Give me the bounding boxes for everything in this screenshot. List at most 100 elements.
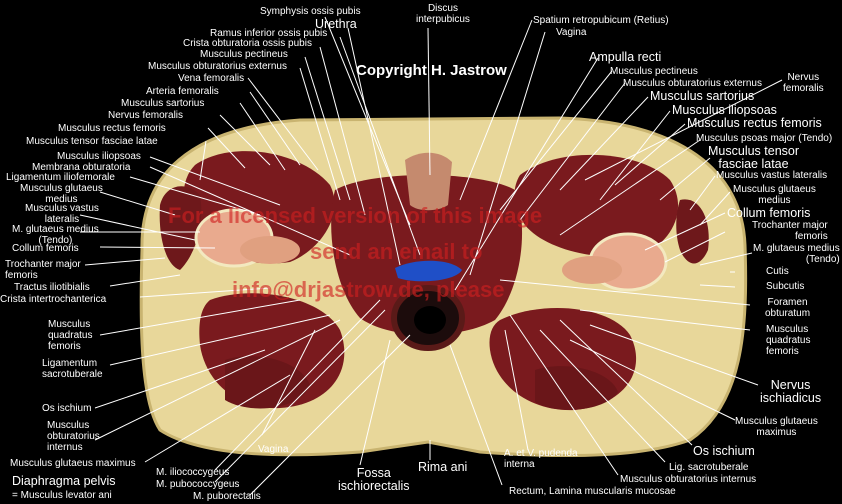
rectum-inner [414,306,446,334]
left-collum-femoris [240,236,300,264]
label-ischiadicus-l1: Nervus [770,378,811,392]
left-gluteus-medius [159,186,202,270]
label-obturatorius-externus-left: Musculus obturatorius externus [148,61,287,72]
label-discus: Discus interpubicus [416,3,470,25]
label-pudenda-l1: A. et V. pudenda [504,448,578,459]
watermark-line-2: send an email to [310,239,483,264]
label-glut-med-right-l1: Musculus glutaeus [733,184,816,195]
label-lig-sacrotuberale-left-l2: sacrotuberale [42,369,103,380]
label-obt-int-left-l2: obturatorius [47,431,100,442]
label-glut-med-tendo-right: M. glutaeus medius (Tendo) [753,243,840,265]
label-rima-ani: Rima ani [418,460,468,474]
label-os-ischium-right: Os ischium [693,444,755,458]
label-diaphragma: Diaphragma pelvis [12,474,116,488]
label-ampulla-recti: Ampulla recti [589,50,662,64]
right-gluteus-medius [676,199,709,264]
vagina-blue [395,260,462,282]
label-puborectalis: M. puborectalis [193,491,261,502]
label-glut-max-right-l2: maximus [756,427,797,438]
watermark-line-3: info@drjastrow.de, please [232,277,505,302]
label-glut-med-right-l2: medius [758,195,791,206]
label-lig-sacrotuberale-left-l1: Ligamentum [42,358,98,369]
label-membrana-obturatoria: Membrana obturatoria [32,162,131,173]
label-lig-sacrotuberale-left: Ligamentum sacrotuberale [42,358,103,380]
label-ischiadicus-l2: ischiadicus [760,391,822,405]
label-glut-med-tendo-left: M. glutaeus medius (Tendo) [12,224,99,246]
label-quadratus-left-l3: femoris [48,341,81,352]
label-trochanter-right: Trochanter major femoris [752,220,828,242]
label-tensor-left: Musculus tensor fasciae latae [26,136,158,147]
label-subcutis: Subcutis [766,281,805,292]
label-rectus-femoris-left: Musculus rectus femoris [58,123,166,134]
label-symphysis: Symphysis ossis pubis [260,6,361,17]
label-obt-int-left-l1: Musculus [47,420,90,431]
label-quadratus-left-l1: Musculus [48,319,91,330]
label-quadratus-right-l3: femoris [766,346,799,357]
label-pectineus-right: Musculus pectineus [610,66,698,77]
label-foramen-obturatum: Foramen obturatum [765,297,810,319]
label-glut-med-tendo-left-l1: M. glutaeus medius [12,224,99,235]
label-collum-left: Collum femoris [12,243,79,254]
label-fossa-l2: ischiorectalis [338,479,410,493]
label-gluteus-medius-left: Musculus glutaeus medius [20,183,103,205]
label-pectineus-left: Musculus pectineus [200,49,288,60]
label-obt-int-left-l3: internus [47,442,83,453]
label-trochanter-right-l2: femoris [794,231,828,242]
label-trochanter-left: Trochanter major femoris [5,259,81,281]
label-glut-med-tendo-right-l2: (Tendo) [805,254,840,265]
label-trochanter-left-l2: femoris [5,270,38,281]
label-obturatorius-internus-left: Musculus obturatorius internus [47,420,100,453]
label-cutis: Cutis [766,266,789,277]
left-gluteus-maximus-lower [225,356,310,409]
label-foramen-l2: obturatum [765,308,811,319]
label-lig-sacrotuberale-right: Lig. sacrotuberale [669,462,749,473]
label-discus-l2: interpubicus [416,14,470,25]
symphysis-region [405,152,452,211]
right-gluteus-maximus-lower [535,366,618,410]
label-pudenda-l2: interna [504,459,535,470]
label-os-ischium-left: Os ischium [42,403,92,414]
label-vagina-top: Vagina [556,27,587,38]
label-glut-max-right-l1: Musculus glutaeus [735,416,818,427]
label-quadratus-left: Musculus quadratus femoris [48,319,92,352]
label-iliopsoas-left: Musculus iliopsoas [57,151,141,162]
label-pubococcygeus: M. pubococcygeus [156,479,240,490]
label-rectum: Rectum, Lamina muscularis mucosae [509,486,676,497]
label-quadratus-right-l2: quadratus [766,335,811,346]
label-sartorius-right: Musculus sartorius [650,89,755,103]
label-tractus: Tractus iliotibialis [14,282,90,293]
label-trochanter-right-l1: Trochanter major [752,220,828,231]
central-pelvic-muscles [331,175,523,335]
label-crista-intertrochanterica: Crista intertrochanterica [0,294,107,305]
label-vena-femoralis: Vena femoralis [178,73,245,84]
label-fossa-ischiorectalis: Fossa ischiorectalis [338,467,410,493]
label-iliopsoas-right: Musculus iliopsoas [672,103,777,117]
label-vastus-left: Musculus vastus lateralis [25,203,99,225]
label-discus-l1: Discus [427,3,458,14]
label-nervus-femoralis-right: Nervus femoralis [783,72,824,94]
label-fossa-l1: Fossa [356,466,391,480]
label-glut-med-tendo-left-l2: (Tendo) [38,235,73,246]
label-collum-right: Collum femoris [727,206,811,220]
label-pudenda: A. et V. pudenda interna [504,448,578,470]
label-tensor-right: Musculus tensor fasciae latae [708,145,799,171]
watermark-line-1: For a licensed version of this image [168,203,543,228]
label-vastus-left-l1: Musculus vastus [25,203,99,214]
label-crista-obturatoria: Crista obturatoria ossis pubis [183,38,312,49]
label-psoas-major: Musculus psoas major (Tendo) [696,133,833,144]
label-arteria-femoralis: Arteria femoralis [146,86,219,97]
label-levator: = Musculus levator ani [12,490,112,501]
label-tensor-right-l2: fasciae latae [718,157,789,171]
copyright-notice: Copyright H. Jastrow [356,62,507,79]
label-obturatorius-internus-right: Musculus obturatorius internus [620,474,757,485]
label-nervus-fem-right-l2: femoralis [783,83,824,94]
label-foramen-l1: Foramen [767,297,808,308]
label-quadratus-left-l2: quadratus [48,330,93,341]
label-glut-med-tendo-right-l1: M. glutaeus medius [753,243,840,254]
label-gluteus-maximus-right: Musculus glutaeus maximus [735,416,818,438]
right-thigh-muscle-anterior [514,154,679,257]
label-ramus-inferior: Ramus inferior ossis pubis [210,28,328,39]
pointer-lines [79,16,783,496]
